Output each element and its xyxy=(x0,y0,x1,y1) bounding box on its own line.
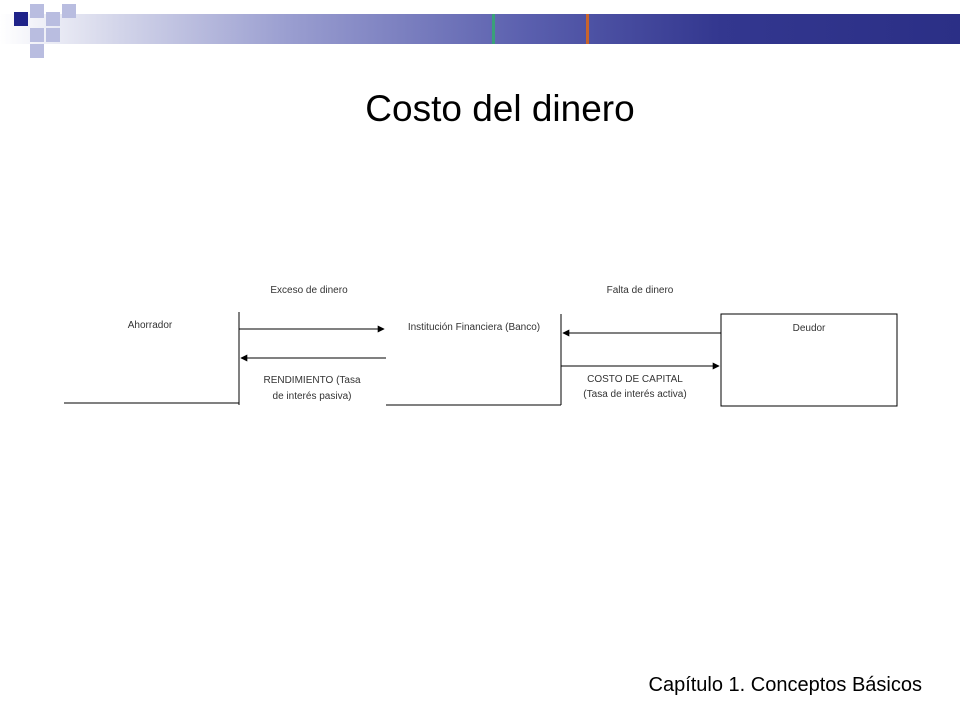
ahorrador-label: Ahorrador xyxy=(128,320,173,331)
logo-square xyxy=(62,4,76,18)
rendimiento-label-line1: RENDIMIENTO (Tasa xyxy=(263,375,360,386)
header-gradient-bar xyxy=(0,14,960,44)
header-accent-green xyxy=(492,14,495,44)
falta-label: Falta de dinero xyxy=(607,285,674,296)
costo-label-line1: COSTO DE CAPITAL xyxy=(587,374,683,385)
slide-title: Costo del dinero xyxy=(365,88,635,129)
logo-square xyxy=(30,44,44,58)
deudor-label: Deudor xyxy=(793,323,826,334)
logo-square xyxy=(14,12,28,26)
logo-square xyxy=(30,28,44,42)
banco-label: Institución Financiera (Banco) xyxy=(408,322,540,333)
deudor-box xyxy=(720,313,898,407)
chapter-footer: Capítulo 1. Conceptos Básicos xyxy=(648,674,923,696)
logo-square xyxy=(46,12,60,26)
header-accent-orange xyxy=(586,14,589,44)
exceso-label: Exceso de dinero xyxy=(270,285,348,296)
logo-square xyxy=(46,28,60,42)
rendimiento-label-line2: de interés pasiva) xyxy=(273,391,352,402)
costo-label-line2: (Tasa de interés activa) xyxy=(583,389,686,400)
logo-square xyxy=(30,4,44,18)
